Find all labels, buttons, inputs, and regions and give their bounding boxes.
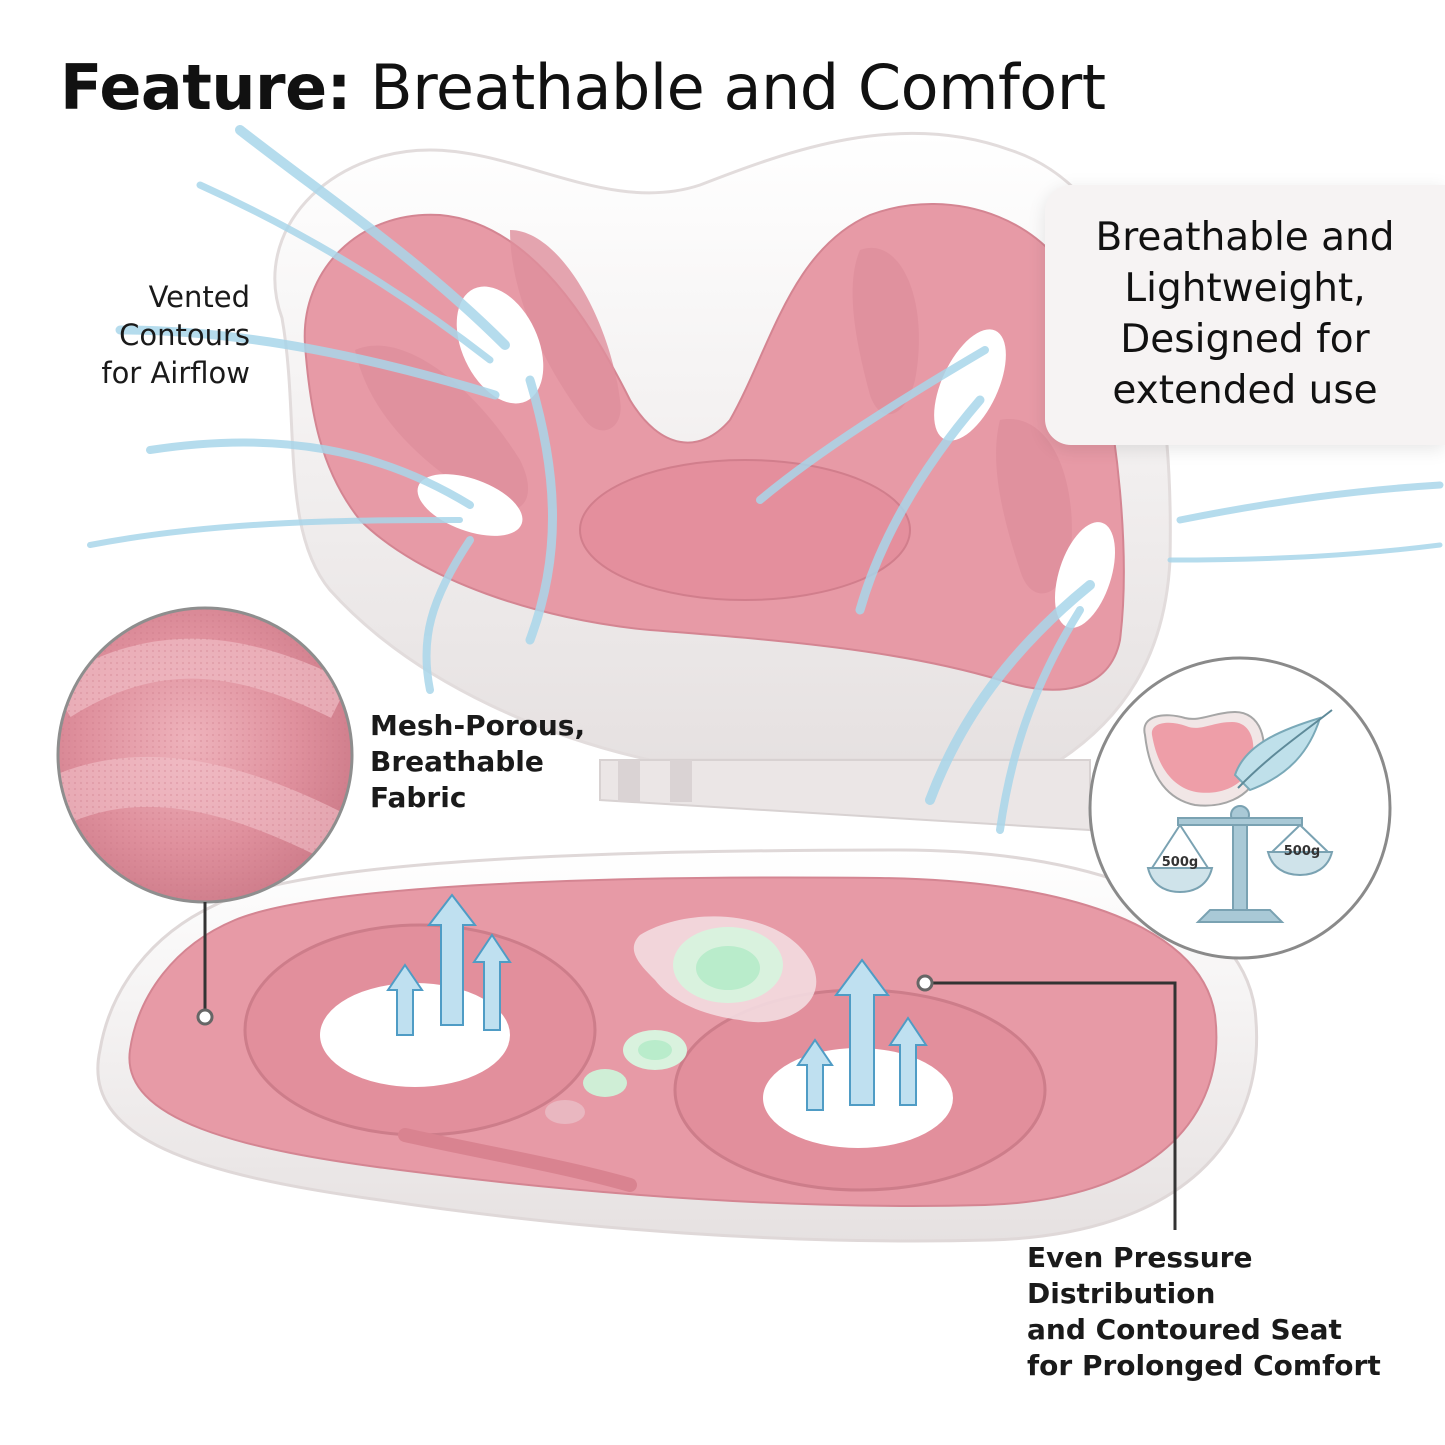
- vented-line-2: Contours: [119, 318, 250, 352]
- vented-line-1: Vented: [148, 280, 250, 314]
- mesh-line-3: Fabric: [370, 781, 467, 814]
- support-bracket: [599, 759, 1091, 832]
- mesh-line-2: Breathable: [370, 745, 544, 778]
- lightweight-line-2: Lightweight,: [1124, 266, 1366, 311]
- page-title: Feature: Breathable and Comfort: [60, 48, 1106, 128]
- title-feature-text: Breathable and Comfort: [370, 51, 1106, 124]
- up-arrow-icon: [386, 893, 928, 1111]
- pressure-line-3: for Prolonged Comfort: [1027, 1349, 1381, 1382]
- feather-icon: [1233, 709, 1333, 792]
- lightweight-line-3: Designed for: [1120, 317, 1370, 362]
- mesh-line-1: Mesh-Porous,: [370, 709, 586, 742]
- seat-cushion: [96, 848, 1258, 1243]
- lightweight-detail: 500g 500g: [1088, 656, 1392, 960]
- pressure-line-1: Even Pressure Distribution: [1027, 1241, 1253, 1310]
- backrest: [273, 131, 1172, 762]
- pressure-pointer-dot: [916, 974, 934, 992]
- left-weight-label: 500g: [1162, 855, 1198, 870]
- leader-lines: [203, 902, 1177, 1230]
- title-feature-label: Feature:: [60, 51, 351, 124]
- pressure-callout: Even Pressure Distribution and Contoured…: [1027, 1240, 1437, 1384]
- pressure-line-2: and Contoured Seat: [1027, 1313, 1342, 1346]
- lightweight-callout: Breathable and Lightweight, Designed for…: [1045, 212, 1445, 416]
- mesh-fabric-detail: [56, 606, 354, 904]
- airflow-stream-icon: [87, 125, 1444, 834]
- lightweight-card: [1045, 185, 1445, 445]
- lightweight-line-1: Breathable and: [1095, 215, 1395, 260]
- right-weight-label: 500g: [1284, 844, 1320, 859]
- vented-line-3: for Airflow: [101, 356, 250, 390]
- lightweight-line-4: extended use: [1112, 368, 1378, 413]
- mesh-callout: Mesh-Porous, Breathable Fabric: [370, 708, 630, 816]
- balance-scale-icon: [1146, 805, 1334, 923]
- vented-callout: Vented Contours for Airflow: [60, 278, 250, 392]
- mesh-pointer-dot: [196, 1008, 214, 1026]
